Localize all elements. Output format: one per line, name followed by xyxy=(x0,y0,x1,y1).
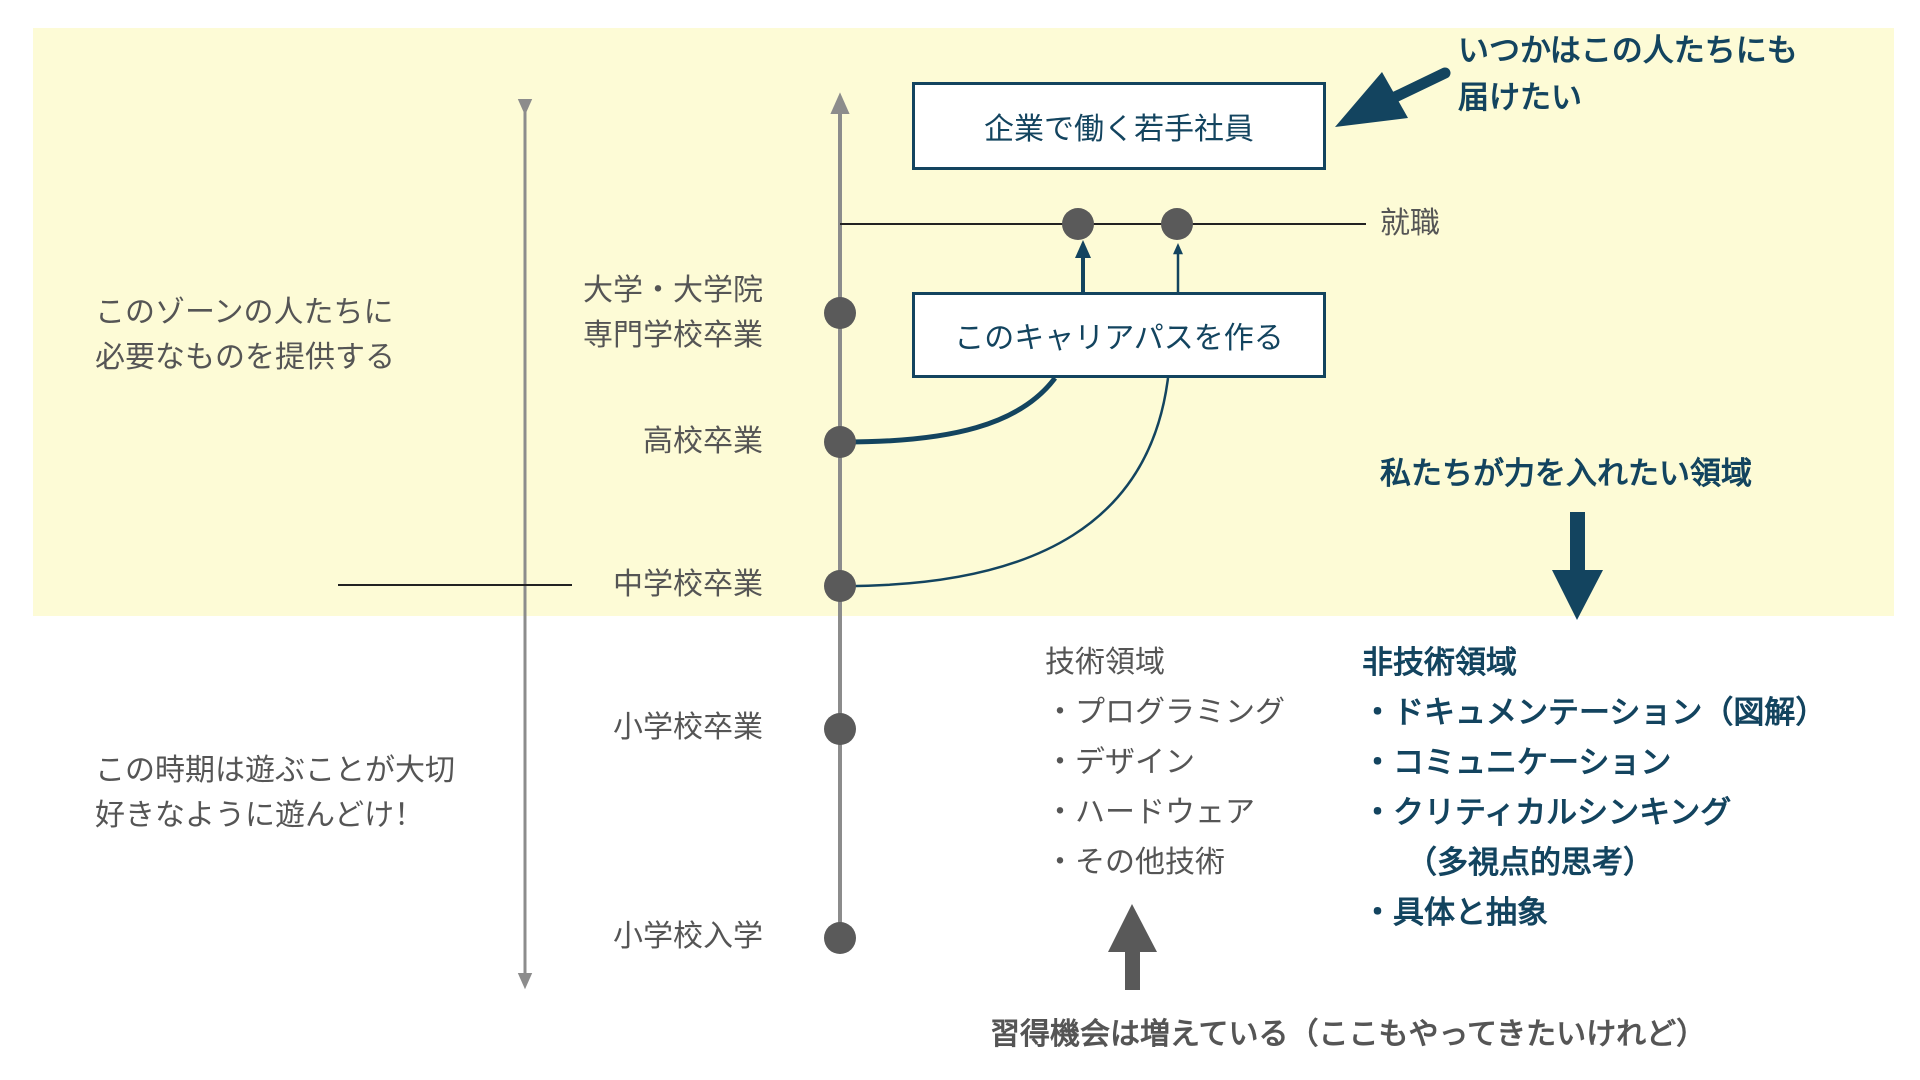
node-employment-2 xyxy=(1161,208,1193,240)
tech-arrow-shaft xyxy=(1125,948,1140,990)
stage-label-elementary-entry: 小学校入学 xyxy=(613,919,763,954)
stage-label-high-school: 高校卒業 xyxy=(643,424,763,459)
list-item: ・具体と抽象 xyxy=(1362,895,1548,931)
stage-label-elementary-graduation: 小学校卒業 xyxy=(613,710,763,745)
list-item: （多視点的思考） xyxy=(1406,845,1654,881)
career-path-label: このキャリアパスを作る xyxy=(954,321,1284,356)
upper-zone-description: このゾーンの人たちに 必要なものを提供する xyxy=(95,295,395,375)
young-employees-label: 企業で働く若手社員 xyxy=(984,112,1254,147)
list-item: ・ハードウェア xyxy=(1045,795,1255,830)
employment-label: 就職 xyxy=(1380,206,1440,241)
junior-high-path-curve xyxy=(844,377,1170,588)
someday-callout: いつかはこの人たちにも 届けたい xyxy=(1458,33,1798,116)
focus-arrow-shaft xyxy=(1570,512,1585,572)
list-item: ・その他技術 xyxy=(1045,845,1225,880)
node-junior-high xyxy=(824,570,856,602)
list-item: ・プログラミング xyxy=(1045,695,1285,730)
node-university xyxy=(824,297,856,329)
list-item: ・クリティカルシンキング xyxy=(1362,795,1732,831)
bottom-note: 習得機会は増えている（ここもやってきたいけれど） xyxy=(990,1017,1707,1052)
lower-zone-description: この時期は遊ぶことが大切 好きなように遊んどけ！ xyxy=(95,753,455,833)
list-item: ・ドキュメンテーション（図解） xyxy=(1362,695,1827,731)
high-school-path-curve xyxy=(844,376,1058,445)
non-technical-area-heading: 非技術領域 xyxy=(1362,645,1517,681)
tech-arrow-head xyxy=(1108,904,1157,952)
technical-area-heading: 技術領域 xyxy=(1045,645,1165,680)
list-item: ・デザイン xyxy=(1045,745,1195,780)
stage-label-junior-high: 中学校卒業 xyxy=(613,567,763,602)
node-elementary-entry xyxy=(824,922,856,954)
list-item: ・コミュニケーション xyxy=(1362,745,1672,781)
young-employees-box: 企業で働く若手社員 xyxy=(912,82,1326,170)
focus-area-callout: 私たちが力を入れたい領域 xyxy=(1380,456,1752,492)
non-technical-area-list: 非技術領域 ・ドキュメンテーション（図解） ・コミュニケーション ・クリティカル… xyxy=(1362,638,1826,938)
focus-arrow-head xyxy=(1552,570,1603,620)
career-path-box: このキャリアパスを作る xyxy=(912,292,1326,378)
node-elementary-graduation xyxy=(824,713,856,745)
stage-label-university: 大学・大学院 専門学校卒業 xyxy=(583,273,763,353)
technical-area-list: 技術領域 ・プログラミング ・デザイン ・ハードウェア ・その他技術 xyxy=(1045,638,1285,888)
someday-arrow-shaft xyxy=(1389,67,1451,103)
node-high-school xyxy=(824,426,856,458)
node-employment-1 xyxy=(1062,208,1094,240)
someday-arrow-head xyxy=(1335,72,1408,127)
